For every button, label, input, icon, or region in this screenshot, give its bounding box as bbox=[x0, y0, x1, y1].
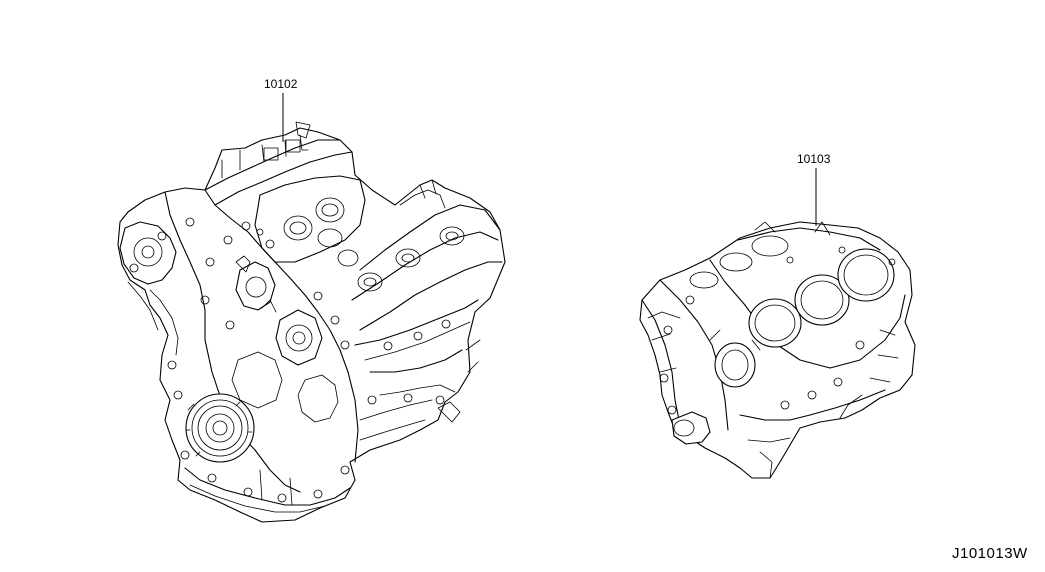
cylinder-bores bbox=[689, 235, 895, 348]
cover-bolts bbox=[167, 217, 350, 503]
engine-assembly-illustration[interactable] bbox=[117, 121, 506, 523]
diagram-code: J101013W bbox=[952, 545, 1028, 562]
short-engine-block-illustration[interactable] bbox=[639, 221, 916, 479]
crank-pulley bbox=[185, 393, 255, 463]
callout-10102[interactable]: 10102 bbox=[264, 77, 298, 91]
callout-10103[interactable]: 10103 bbox=[797, 152, 831, 166]
